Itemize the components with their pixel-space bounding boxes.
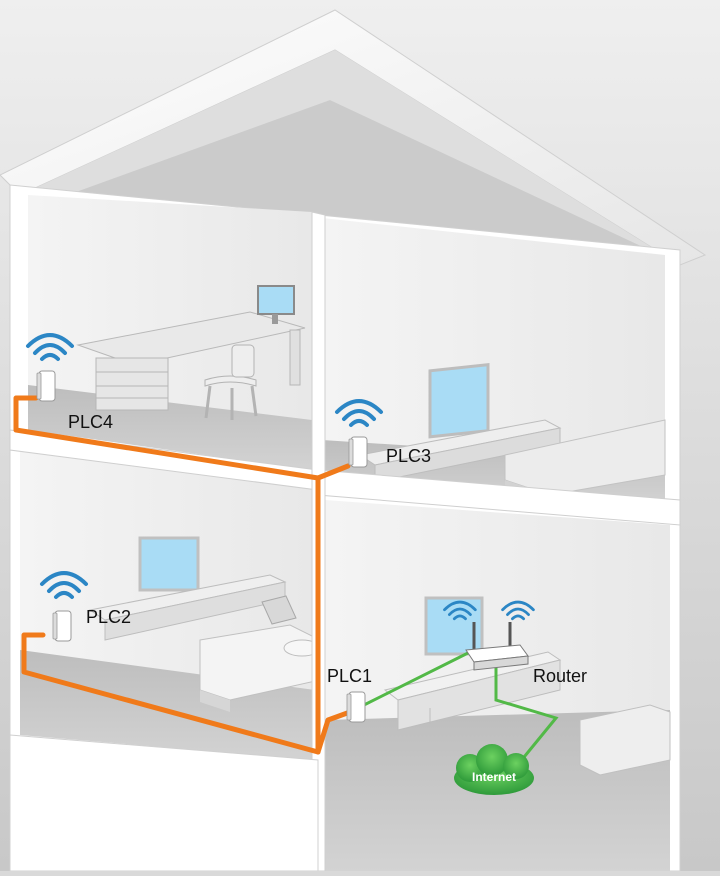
room-bedroom xyxy=(322,218,666,505)
network-cables xyxy=(360,650,559,764)
plc2-label: PLC2 xyxy=(86,607,131,627)
internet-cloud xyxy=(454,744,534,795)
room-office xyxy=(28,195,312,470)
plc1-adapter xyxy=(346,691,366,723)
internet-label: Internet xyxy=(472,770,516,784)
plc1-label: PLC1 xyxy=(327,666,372,686)
router-device xyxy=(443,600,535,671)
plc4-label: PLC4 xyxy=(68,412,113,432)
router-label: Router xyxy=(533,666,587,686)
powerline-wiring xyxy=(13,395,353,755)
plc3-label: PLC3 xyxy=(386,446,431,466)
